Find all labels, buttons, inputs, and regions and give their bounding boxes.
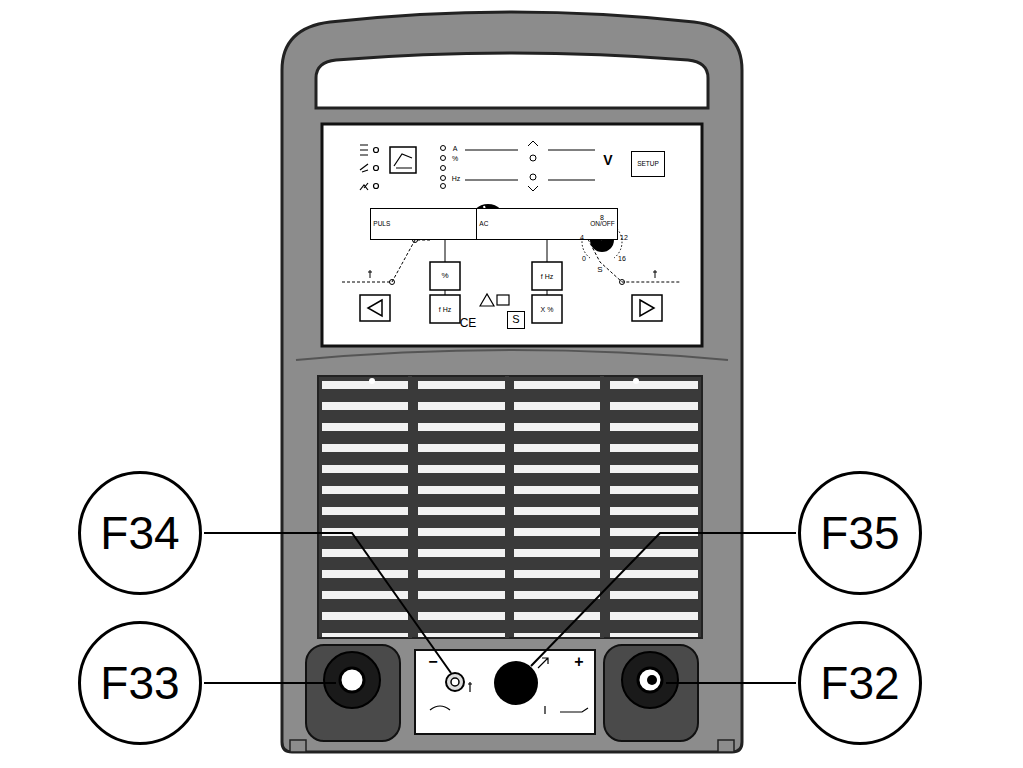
control-socket: [494, 661, 538, 705]
panel-label: S: [597, 266, 602, 274]
leader-lines: [204, 533, 796, 683]
panel-label: X %: [541, 306, 554, 313]
callout-circle: F35: [798, 471, 922, 595]
warning-triangle: [480, 294, 494, 306]
panel-label: A: [453, 145, 458, 152]
button-label: SETUP: [637, 161, 659, 168]
panel-label: %: [441, 272, 448, 280]
panel-label: %: [452, 155, 458, 162]
panel-label: 8: [600, 214, 604, 221]
plus-socket: [638, 668, 662, 692]
panel-label: 16: [618, 255, 626, 262]
panel-label: 4: [580, 234, 584, 241]
vent-grille: [318, 376, 702, 638]
setup-button: SETUP: [631, 151, 665, 177]
panel-label: 0: [582, 255, 586, 262]
callout-circle: F33: [78, 621, 202, 745]
callout-number: F33: [100, 659, 179, 707]
callout-number: F34: [100, 509, 179, 557]
socket-housing: [604, 645, 698, 741]
panel-label: −: [428, 654, 437, 670]
callout-circle: F34: [78, 471, 202, 595]
button-label: S: [512, 314, 519, 326]
callout-circle: F32: [798, 621, 922, 745]
connector-plate: [415, 650, 595, 734]
panel-label: f Hz: [541, 273, 553, 280]
ac-button: AC ON/OFF: [476, 208, 618, 240]
callout-number: F35: [820, 509, 899, 557]
standard-mark: S: [507, 311, 525, 329]
control-panel: [322, 124, 702, 346]
callout-number: F32: [820, 659, 899, 707]
panel-label: f Hz: [439, 306, 451, 313]
handle-opening: [316, 53, 708, 108]
housing: [282, 12, 742, 752]
button-label: AC ON/OFF: [479, 221, 614, 228]
mode-icons: [360, 145, 416, 190]
panel-label: Hz: [452, 175, 461, 182]
panel-label: +: [574, 654, 583, 670]
minus-socket: [340, 668, 364, 692]
panel-label: 12: [620, 234, 628, 241]
gas-connector: [446, 673, 464, 691]
panel-label: V: [603, 153, 612, 167]
socket-housing: [306, 645, 400, 741]
panel-label: CE: [460, 317, 477, 329]
